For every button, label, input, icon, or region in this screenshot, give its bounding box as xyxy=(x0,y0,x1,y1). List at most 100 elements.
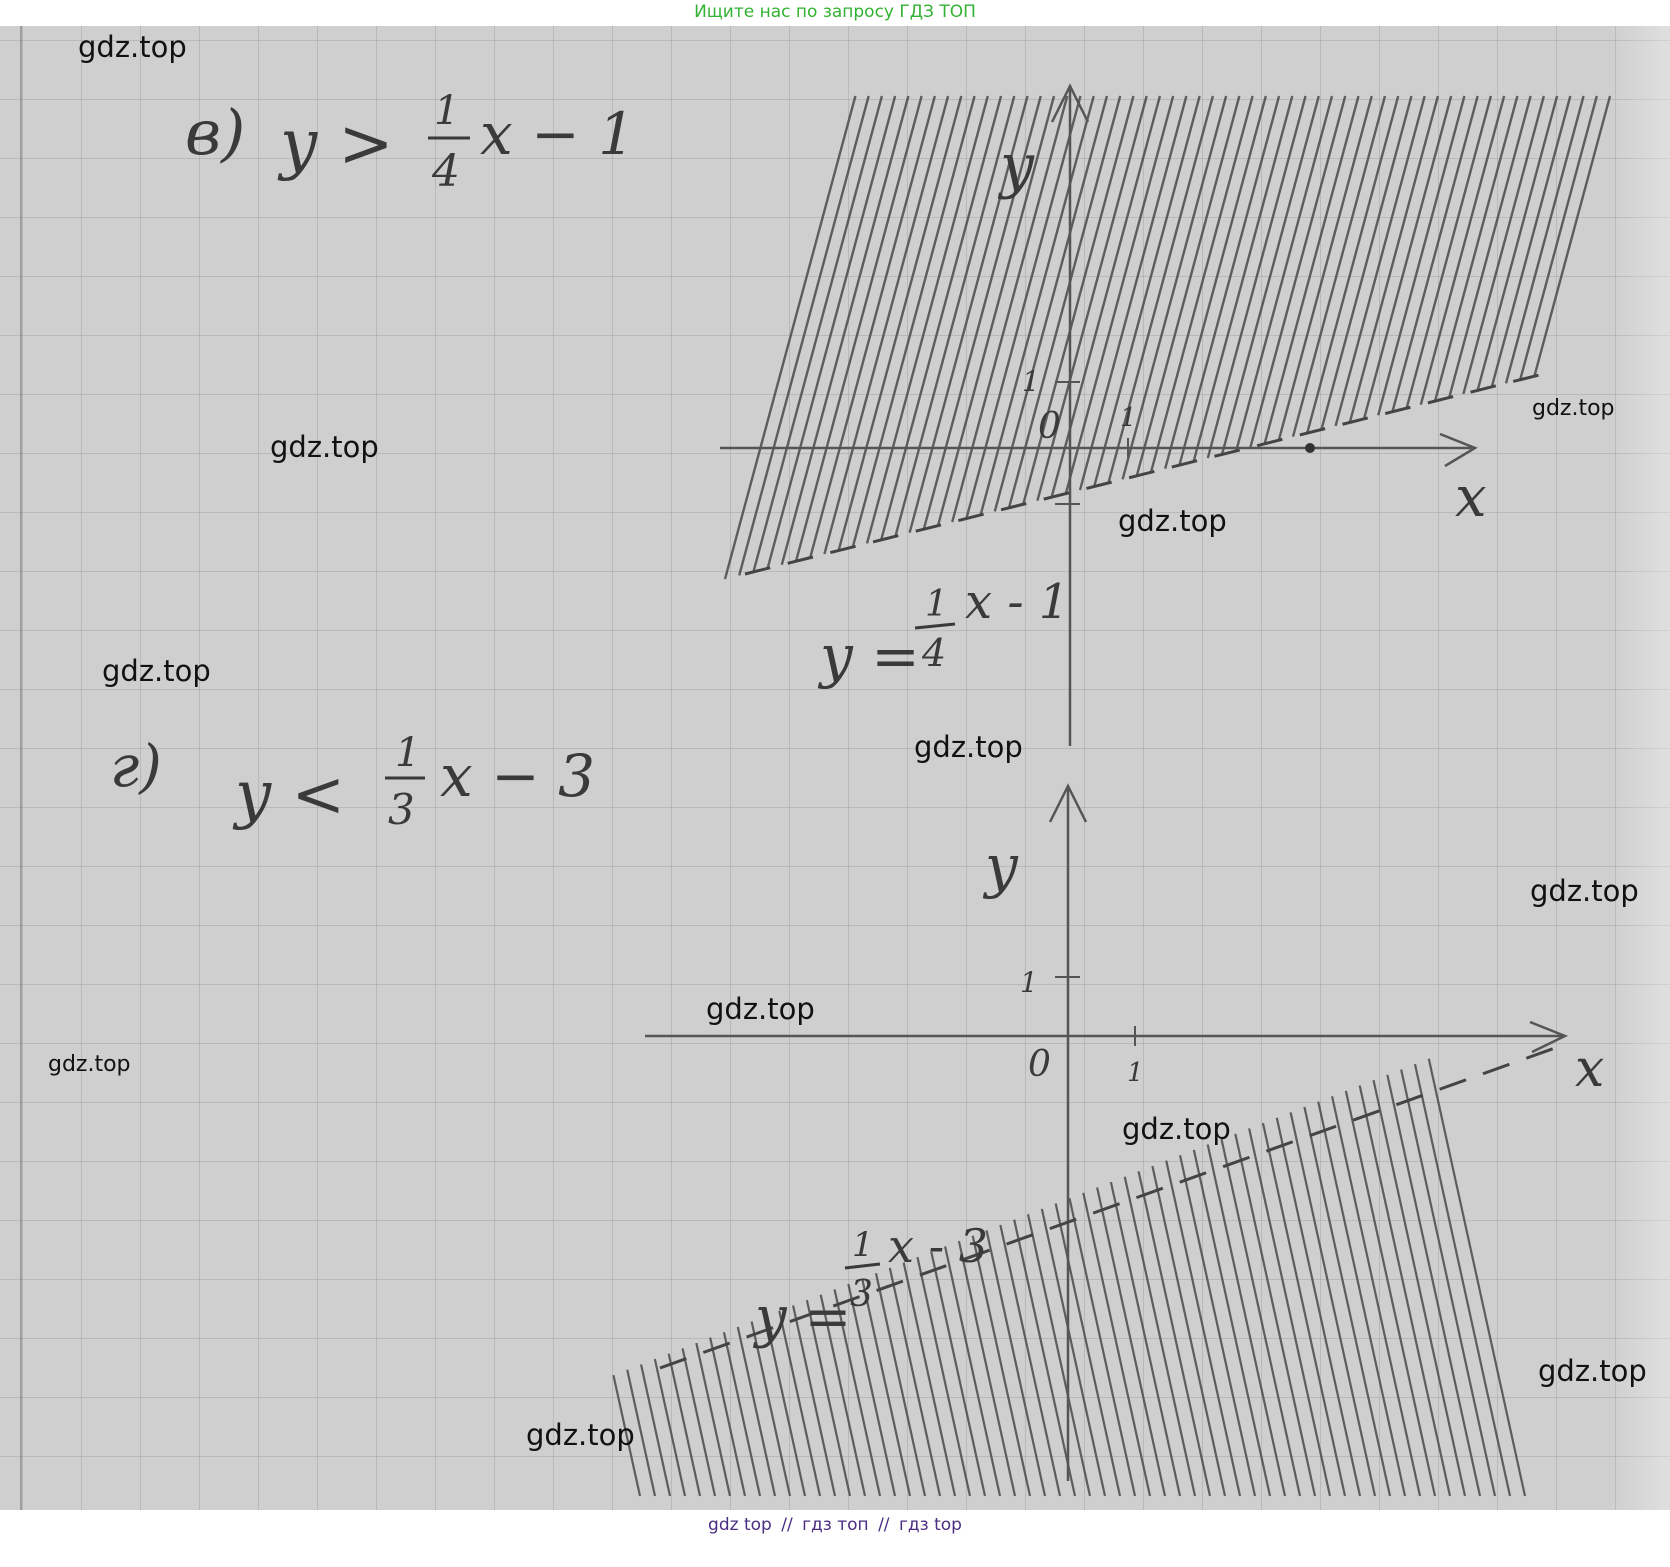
watermark: gdz.top xyxy=(1122,1112,1231,1146)
graph-g-boundary-line xyxy=(659,1046,1556,1370)
hatch-stroke xyxy=(709,1337,747,1497)
hatch-stroke xyxy=(805,1299,852,1497)
hatch-stroke xyxy=(1261,1122,1347,1497)
problem-v-label: в) xyxy=(185,96,245,169)
hatch-stroke xyxy=(971,1235,1032,1497)
hatch-stroke xyxy=(1405,95,1493,409)
hatch-stroke xyxy=(1490,95,1572,388)
graph-v-hatching xyxy=(723,95,1612,580)
hatch-stroke xyxy=(1320,95,1413,430)
problem-g-tail: x − 3 xyxy=(440,742,595,810)
hatch-stroke xyxy=(833,1289,882,1497)
hatch-stroke xyxy=(1054,1203,1122,1497)
hatch-stroke xyxy=(780,95,910,566)
graph-v-unit-x-label: 1 xyxy=(1120,403,1137,433)
watermark: gdz.top xyxy=(1538,1354,1647,1388)
hatch-stroke xyxy=(1007,95,1122,509)
footer-link-gdz-top-cyrillic[interactable]: гдз топ xyxy=(802,1515,869,1535)
footer-link-gdz-top[interactable]: gdz top xyxy=(708,1515,772,1535)
hatch-stroke xyxy=(1462,95,1546,395)
graph-v-origin-label: 0 xyxy=(1038,406,1061,447)
hatch-stroke xyxy=(894,95,1016,537)
hatch-stroke xyxy=(1178,1155,1257,1497)
hatch-stroke xyxy=(1220,95,1320,455)
hatch-stroke xyxy=(861,1278,912,1497)
hatch-stroke xyxy=(1433,95,1519,402)
hatch-stroke xyxy=(823,95,950,555)
hatch-stroke xyxy=(851,95,976,548)
hatch-stroke xyxy=(847,1283,897,1497)
graph-g-x-label: x xyxy=(1575,1039,1604,1099)
problem-v-tail: x − 1 xyxy=(480,100,635,168)
hatch-stroke xyxy=(1064,95,1175,494)
graph-v-unit-y-label: 1 xyxy=(1022,365,1040,398)
hatch-stroke xyxy=(1121,95,1228,480)
hatch-stroke xyxy=(1362,95,1453,420)
hatch-stroke xyxy=(1068,1197,1137,1497)
hatch-stroke xyxy=(1165,1160,1242,1497)
footer-link-gdz-top-mixed[interactable]: гдз top xyxy=(898,1515,962,1535)
graph-g-y-label: y xyxy=(982,832,1019,900)
hatch-stroke xyxy=(951,95,1069,523)
hatch-stroke xyxy=(1306,95,1400,434)
graph-v-x-arrow xyxy=(1439,432,1478,468)
hatch-stroke xyxy=(1220,1138,1302,1497)
hatch-stroke xyxy=(1082,1192,1152,1497)
watermark: gdz.top xyxy=(914,730,1023,764)
problem-g-label: г) xyxy=(110,732,162,800)
hatch-stroke xyxy=(1291,95,1387,437)
graph-v-line-frac-bar xyxy=(914,622,956,630)
hatch-stroke xyxy=(612,1374,642,1497)
hatch-stroke xyxy=(723,95,857,580)
problem-v-frac-den: 4 xyxy=(431,146,460,197)
hatch-stroke xyxy=(1248,1128,1332,1497)
hatch-stroke xyxy=(809,95,937,558)
hatch-stroke xyxy=(999,1224,1062,1497)
hatch-stroke xyxy=(1192,95,1294,462)
hatch-stroke xyxy=(1022,95,1135,505)
hatch-stroke xyxy=(1372,1079,1467,1497)
graph-g: y x 0 1 1 y = 1 3 x - 3 xyxy=(645,783,1604,1481)
watermark: gdz.top xyxy=(1530,874,1639,908)
graph-g-line-lhs: y = xyxy=(752,1285,851,1350)
hatch-stroke xyxy=(1448,95,1532,398)
hatch-stroke xyxy=(750,1321,792,1497)
hatch-stroke xyxy=(1427,1058,1527,1497)
hatch-stroke xyxy=(819,1294,867,1497)
hatch-stroke xyxy=(916,1256,972,1497)
hatch-stroke xyxy=(1093,95,1201,487)
watermark: gdz.top xyxy=(526,1418,635,1452)
hatch-stroke xyxy=(736,1326,777,1497)
graph-g-hatching xyxy=(612,1058,1527,1497)
hatch-stroke xyxy=(979,95,1095,516)
watermark: gdz.top xyxy=(706,992,815,1026)
hatch-stroke xyxy=(1234,1133,1317,1497)
hatch-stroke xyxy=(880,95,1003,541)
hatch-stroke xyxy=(1344,1090,1437,1497)
hatch-stroke xyxy=(1330,1096,1422,1497)
hatch-stroke xyxy=(1149,95,1254,473)
hatch-stroke xyxy=(778,1310,822,1497)
hatch-stroke xyxy=(1263,95,1360,445)
footer-separator: // xyxy=(878,1515,890,1535)
watermark: gdz.top xyxy=(270,430,379,464)
hatch-stroke xyxy=(1137,1171,1212,1497)
footer-separator: // xyxy=(781,1515,793,1535)
hatch-stroke xyxy=(794,95,923,562)
problem-g: г) y < 1 3 x − 3 xyxy=(110,730,595,834)
problem-g-frac-den: 3 xyxy=(388,785,415,834)
hatch-stroke xyxy=(1050,95,1162,498)
hatch-stroke xyxy=(1036,95,1148,502)
watermark: gdz.top xyxy=(1118,504,1227,538)
watermark: gdz.top xyxy=(102,654,211,688)
graph-g-unit-y-label: 1 xyxy=(1020,966,1038,999)
hatch-stroke xyxy=(1178,95,1281,466)
hatch-stroke xyxy=(626,1369,657,1497)
hatch-stroke xyxy=(1519,95,1598,381)
footer: gdz top // гдз топ // гдз top xyxy=(0,1510,1670,1567)
hatch-stroke xyxy=(1391,95,1479,413)
top-banner[interactable]: Ищите нас по запросу ГДЗ ТОП xyxy=(694,2,976,22)
hatch-stroke xyxy=(993,95,1109,512)
hatch-stroke xyxy=(1303,1106,1392,1497)
hatch-stroke xyxy=(1026,1214,1092,1497)
